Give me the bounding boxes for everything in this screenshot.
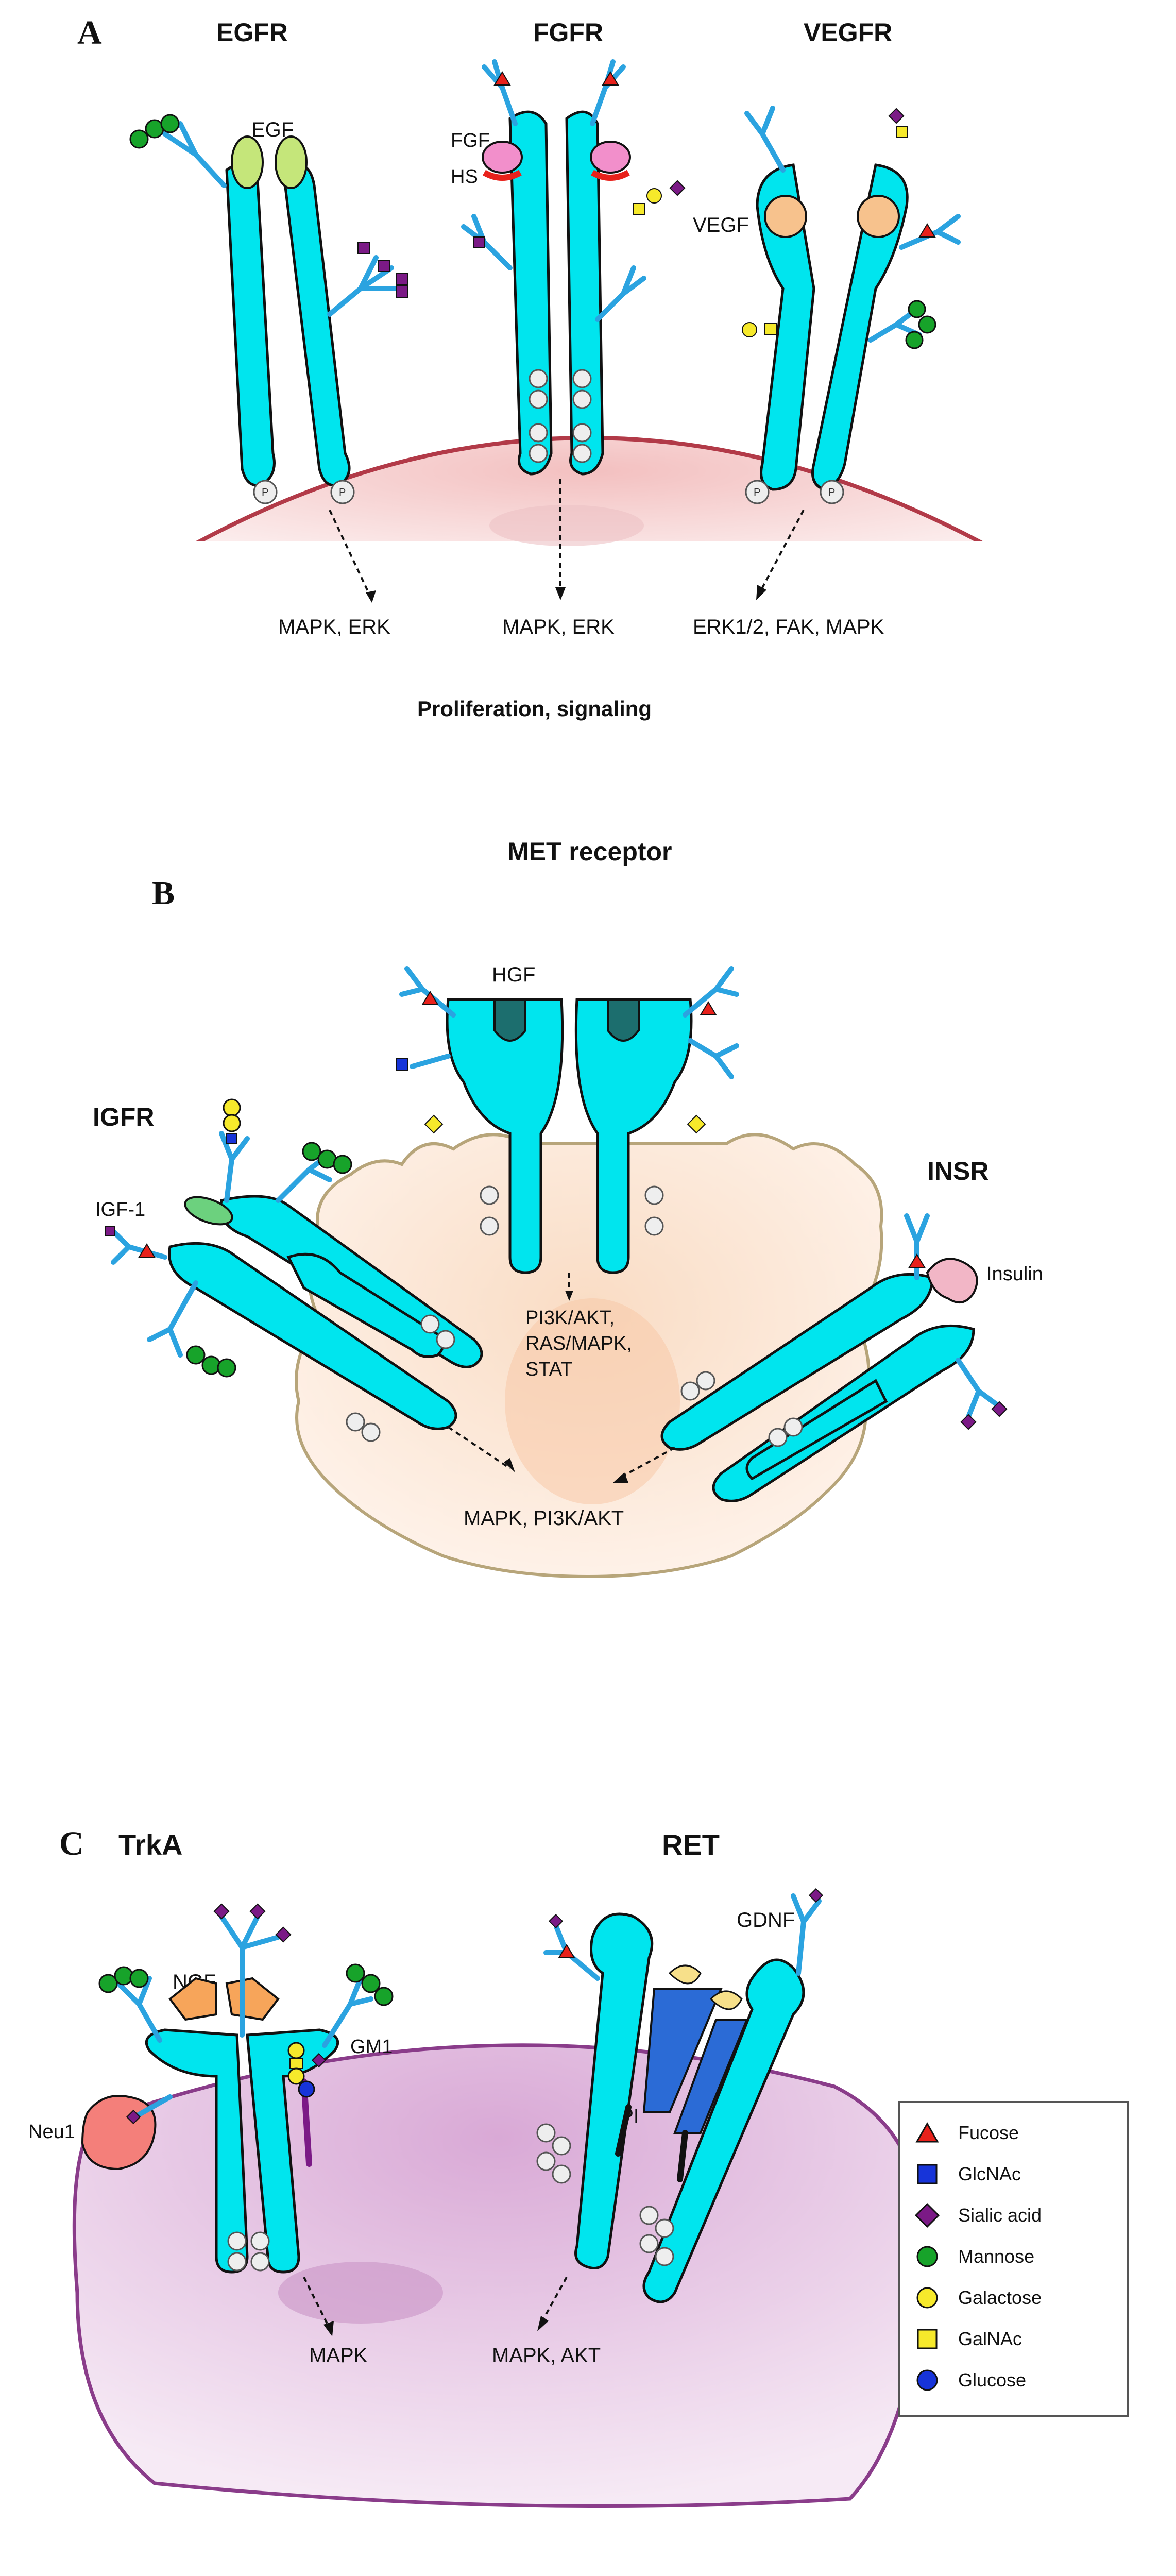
met-pathway-line-3: STAT — [525, 1359, 572, 1380]
gdnf-label: GDNF — [737, 1909, 795, 1931]
svg-text:P: P — [828, 487, 835, 498]
hs-label: HS — [451, 166, 478, 188]
vegf-label: VEGF — [693, 214, 749, 236]
legend-glucose-icon — [916, 2369, 938, 2391]
fgf-label: FGF — [451, 130, 490, 151]
trka-receptor: TrkA NGF GM1 Neu1 — [28, 1828, 394, 2367]
fgfr-pathway: MAPK, ERK — [502, 616, 615, 638]
ret-phospho-sites — [536, 2123, 674, 2266]
legend-sialic-acid-label: Sialic acid — [958, 2205, 1042, 2226]
insulin-label: Insulin — [986, 1263, 1043, 1285]
ret-title: RET — [662, 1828, 720, 1861]
met-pathway-line-2: RAS/MAPK, — [525, 1333, 632, 1354]
legend-galnac-label: GalNAc — [958, 2328, 1022, 2349]
panel-c-letter: C — [59, 1825, 84, 1862]
panel-b-letter: B — [152, 874, 175, 912]
ret-pathway: MAPK, AKT — [492, 2344, 601, 2367]
igfr-title: IGFR — [93, 1103, 154, 1131]
hgf-label: HGF — [492, 963, 535, 986]
fgfr-phospho-sites — [529, 369, 592, 463]
legend-glcnac-label: GlcNAc — [958, 2163, 1021, 2184]
met-pathway-line-1: PI3K/AKT, — [525, 1307, 615, 1329]
panel-a: A EGFR EGF P P — [77, 14, 1092, 721]
legend-fucose-icon — [915, 2122, 939, 2143]
legend-sialic-acid-icon — [914, 2202, 940, 2228]
fgfr-receptor: FGFR FGF HS — [451, 18, 686, 638]
legend-mannose-label: Mannose — [958, 2246, 1034, 2267]
svg-text:P: P — [262, 487, 268, 498]
panel-c: C TrkA NGF GM1 Neu1 — [28, 1825, 1129, 2509]
egfr-receptor: EGFR EGF P P MAPK, ERK — [129, 18, 408, 638]
trka-pathway: MAPK — [309, 2344, 368, 2367]
igfr-receptor: IGFR IGF-1 — [93, 1098, 515, 1472]
vegfr-title: VEGFR — [804, 18, 892, 47]
svg-text:P: P — [754, 487, 760, 498]
egfr-title: EGFR — [216, 18, 288, 47]
trka-title: TrkA — [118, 1828, 183, 1861]
legend-galnac-icon — [917, 2329, 938, 2349]
insr-receptor: INSR Insulin — [613, 1157, 1043, 1502]
ret-receptor: RET GDNF GPI MAPK, AKT — [492, 1828, 824, 2367]
legend-fucose-label: Fucose — [958, 2122, 1019, 2143]
gm1-label: GM1 — [350, 2036, 393, 2058]
legend-mannose-icon — [916, 2246, 938, 2267]
met-title: MET receptor — [507, 837, 672, 866]
panel-b: MET receptor B HGF PI3K/AKT, RAS — [93, 837, 1043, 1579]
insr-title: INSR — [927, 1157, 988, 1185]
legend-galactose-label: Galactose — [958, 2287, 1042, 2308]
panel-a-letter: A — [77, 14, 102, 52]
vegfr-receptor: VEGFR VEGF P P ERK1/2, FAK, MAPK — [693, 18, 961, 638]
neu1-label: Neu1 — [28, 2121, 75, 2143]
legend-glucose-label: Glucose — [958, 2369, 1026, 2391]
legend-glcnac-icon — [917, 2164, 938, 2184]
svg-text:P: P — [339, 487, 346, 498]
met-receptor: HGF PI3K/AKT, RAS/MAPK, STAT — [396, 963, 739, 1380]
igfr-insr-pathway: MAPK, PI3K/AKT — [464, 1507, 624, 1530]
cell-membrane-c — [72, 2043, 924, 2509]
igf1-label: IGF-1 — [95, 1199, 145, 1221]
legend-galactose-icon — [916, 2287, 938, 2309]
egfr-pathway: MAPK, ERK — [278, 616, 390, 638]
panel-a-footer: Proliferation, signaling — [417, 697, 652, 721]
vegfr-pathway: ERK1/2, FAK, MAPK — [693, 616, 884, 638]
fgfr-title: FGFR — [533, 18, 603, 47]
